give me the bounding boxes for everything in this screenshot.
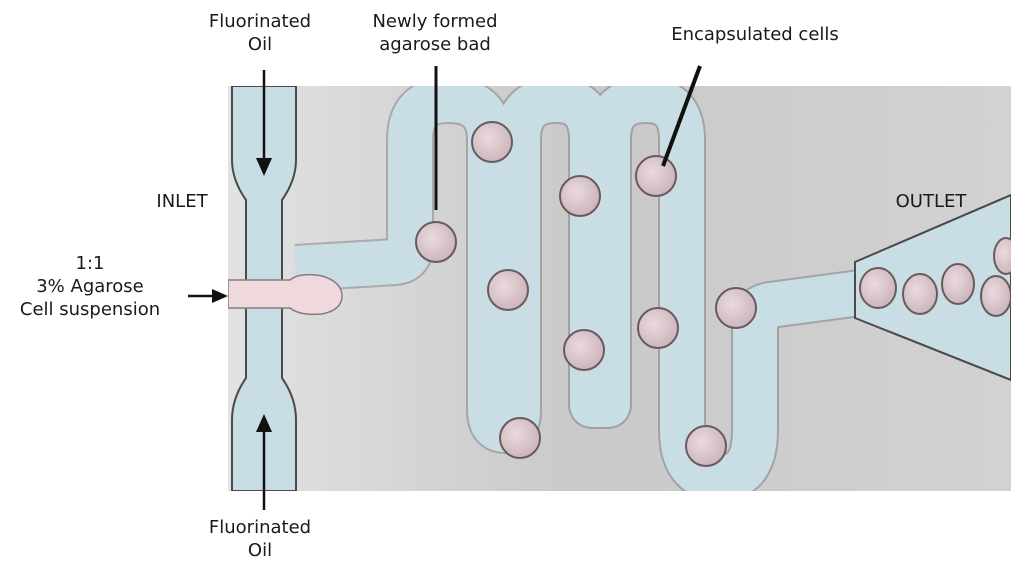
oil-top-label-line2: Oil <box>190 33 330 56</box>
agarose-bead-label: Newly formed agarose bad <box>350 10 520 56</box>
agarose-stream <box>228 275 342 315</box>
cell-suspension-label: 1:1 3% Agarose Cell suspension <box>0 252 180 321</box>
droplet <box>981 276 1011 316</box>
oil-top-label: Fluorinated Oil <box>190 10 330 56</box>
droplet <box>903 274 937 314</box>
outlet-label: OUTLET <box>876 190 986 213</box>
ratio-label: 1:1 <box>0 252 180 275</box>
agarose-bead-label-line2: agarose bad <box>350 33 520 56</box>
droplet <box>994 238 1011 274</box>
cell-suspension-text: Cell suspension <box>0 298 180 321</box>
droplet <box>636 156 676 196</box>
encapsulated-cells-label: Encapsulated cells <box>640 23 870 46</box>
droplet <box>416 222 456 262</box>
droplet <box>942 264 974 304</box>
oil-bottom-label-line2: Oil <box>190 539 330 562</box>
oil-top-label-line1: Fluorinated <box>190 10 330 33</box>
oil-bottom-label: Fluorinated Oil <box>190 516 330 562</box>
droplet <box>638 308 678 348</box>
droplet <box>472 122 512 162</box>
droplet <box>488 270 528 310</box>
droplet <box>716 288 756 328</box>
suspension-arrowhead <box>212 289 228 303</box>
droplet <box>500 418 540 458</box>
agarose-bead-label-line1: Newly formed <box>350 10 520 33</box>
agarose-percent-label: 3% Agarose <box>0 275 180 298</box>
droplet <box>564 330 604 370</box>
droplet <box>560 176 600 216</box>
inlet-label: INLET <box>142 190 222 213</box>
oil-bottom-label-line1: Fluorinated <box>190 516 330 539</box>
droplet <box>860 268 896 308</box>
droplet <box>686 426 726 466</box>
